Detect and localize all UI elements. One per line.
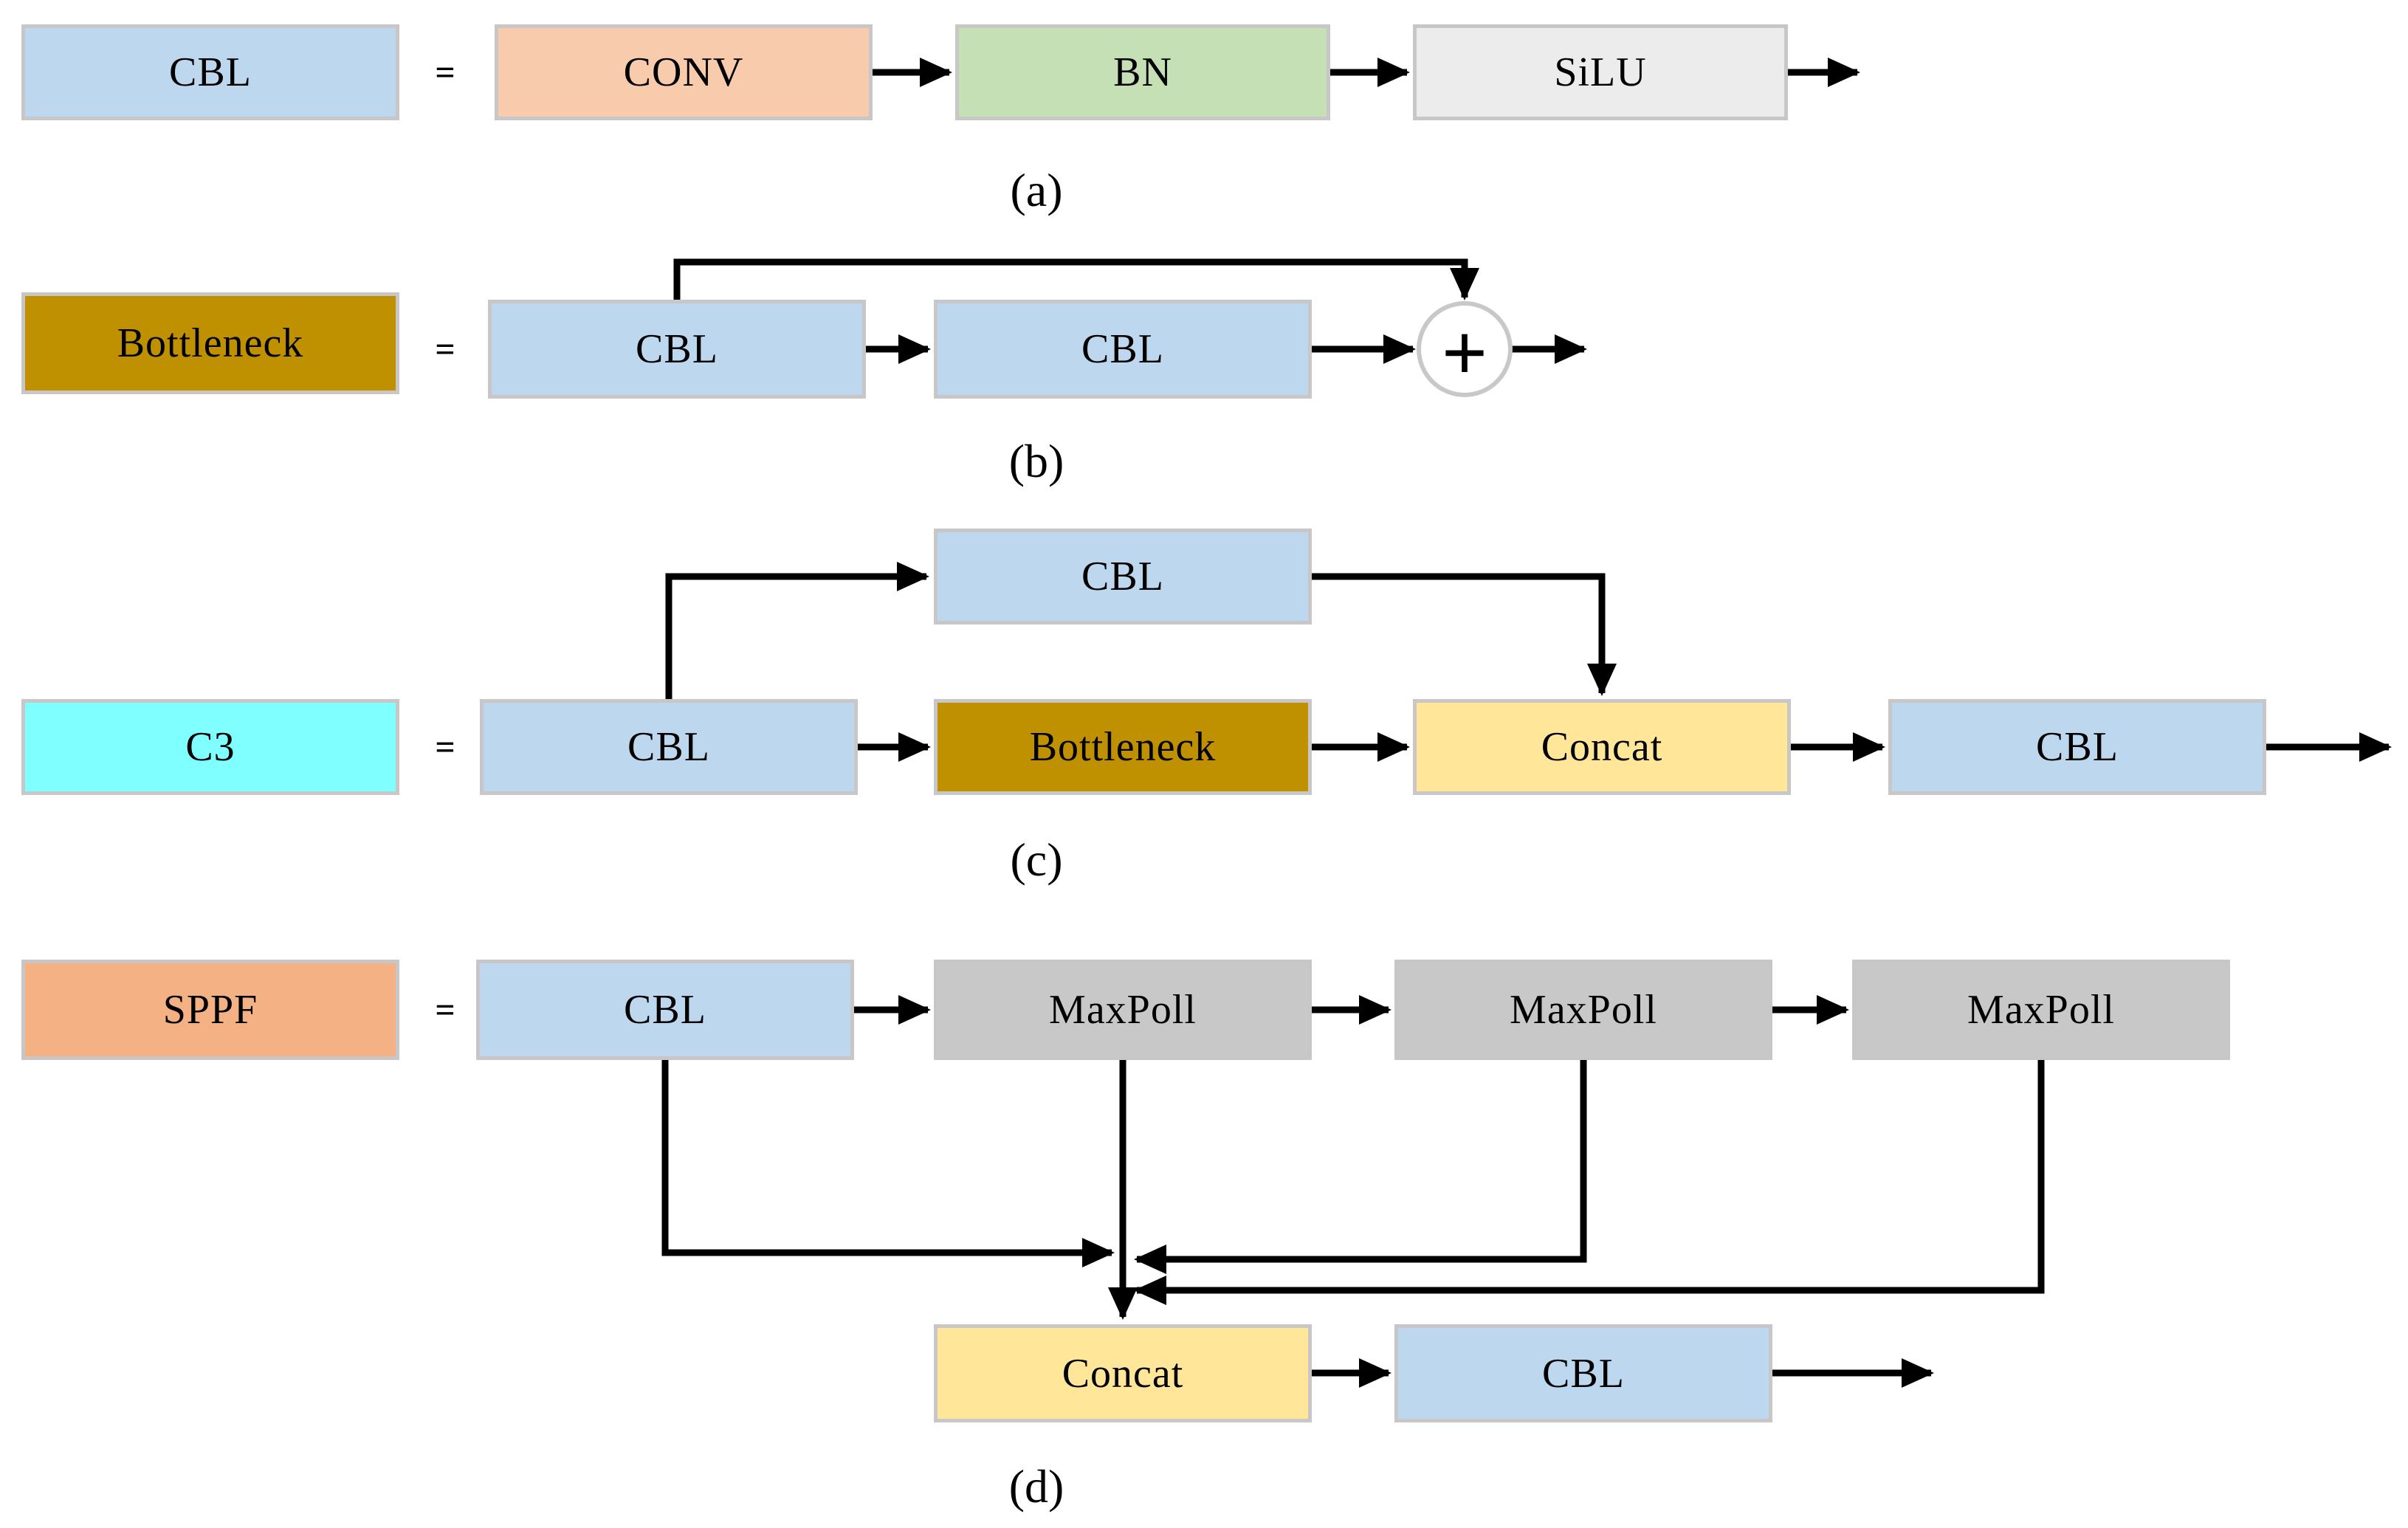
equals-sign-c: = bbox=[435, 727, 455, 767]
box-label: CBL bbox=[2036, 724, 2119, 770]
equals-sign-a: = bbox=[435, 52, 455, 92]
wire-d-cbl-down-to-merge bbox=[661, 1060, 1115, 1267]
box-d-cbl1: CBL bbox=[476, 960, 854, 1060]
caption-d: (d) bbox=[1008, 1460, 1064, 1512]
box-label: CBL bbox=[636, 326, 718, 372]
box-c3-definition-c: C3 bbox=[21, 699, 399, 795]
box-label: BN bbox=[1113, 49, 1172, 95]
box-d-maxpoll1: MaxPoll bbox=[934, 960, 1312, 1060]
box-label: CBL bbox=[627, 724, 710, 770]
box-label: CBL bbox=[1542, 1350, 1625, 1397]
box-label: Concat bbox=[1062, 1350, 1184, 1397]
equals-sign-b: = bbox=[435, 329, 455, 369]
caption-b: (b) bbox=[1008, 435, 1064, 487]
box-label: CBL bbox=[169, 49, 252, 95]
box-label: Bottleneck bbox=[1029, 724, 1217, 770]
box-d-maxpoll3: MaxPoll bbox=[1852, 960, 2230, 1060]
box-label: MaxPoll bbox=[1967, 987, 2115, 1033]
box-b-cbl2: CBL bbox=[934, 300, 1312, 399]
plus-node-symbol: + bbox=[1442, 308, 1488, 398]
box-label: MaxPoll bbox=[1049, 987, 1197, 1033]
box-sppf-definition-d: SPPF bbox=[21, 960, 399, 1060]
box-label: SPPF bbox=[162, 987, 258, 1033]
box-c-cbl2: CBL bbox=[1888, 699, 2266, 795]
box-label: CONV bbox=[623, 49, 744, 95]
box-d-concat: Concat bbox=[934, 1324, 1312, 1422]
caption-c: (c) bbox=[1010, 833, 1063, 886]
box-label: Bottleneck bbox=[117, 320, 304, 366]
box-d-cbl2: CBL bbox=[1394, 1324, 1772, 1422]
box-label: CBL bbox=[1081, 554, 1164, 599]
box-c-cbl-branch: CBL bbox=[934, 529, 1312, 624]
skip-connection-b bbox=[673, 258, 1479, 300]
box-label: CBL bbox=[1081, 326, 1164, 372]
plus-node-circle bbox=[1417, 301, 1513, 397]
box-silu: SiLU bbox=[1413, 24, 1788, 120]
box-c-concat: Concat bbox=[1413, 699, 1791, 795]
box-c-cbl1: CBL bbox=[480, 699, 858, 795]
box-c-bottleneck: Bottleneck bbox=[934, 699, 1312, 795]
box-bottleneck-definition-b: Bottleneck bbox=[21, 292, 399, 394]
branch-c-topcbl-to-concat bbox=[1312, 573, 1617, 696]
caption-a: (a) bbox=[1010, 164, 1063, 216]
box-label: C3 bbox=[185, 724, 235, 770]
box-cbl-definition-a: CBL bbox=[21, 24, 399, 120]
box-label: SiLU bbox=[1554, 49, 1647, 95]
box-d-maxpoll2: MaxPoll bbox=[1394, 960, 1772, 1060]
box-conv: CONV bbox=[495, 24, 873, 120]
wire-d-mp3-down-to-merge bbox=[1134, 1060, 2045, 1305]
branch-c-up-to-top-cbl bbox=[665, 562, 929, 699]
wire-d-mp2-down-to-merge bbox=[1134, 1060, 1587, 1274]
equals-sign-d: = bbox=[435, 990, 455, 1030]
box-label: CBL bbox=[624, 987, 706, 1033]
box-bn: BN bbox=[955, 24, 1330, 120]
box-b-cbl1: CBL bbox=[488, 300, 866, 399]
box-label: MaxPoll bbox=[1510, 987, 1657, 1033]
box-label: Concat bbox=[1541, 724, 1663, 770]
